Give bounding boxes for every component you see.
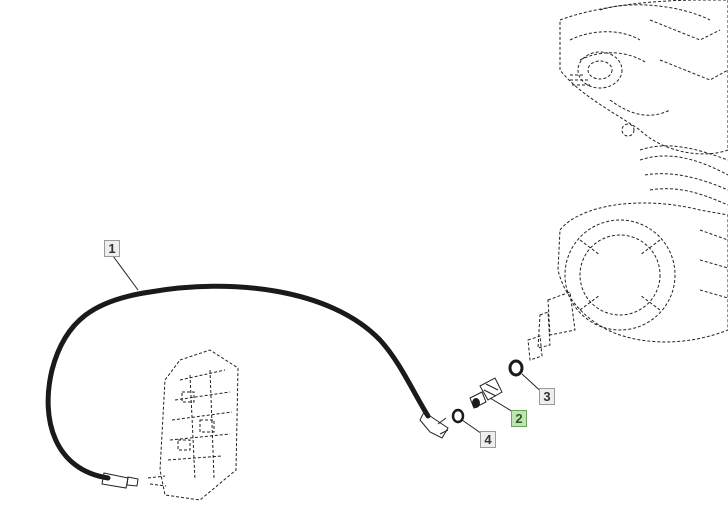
transmission-housing [559, 0, 728, 161]
final-drive-hub [527, 155, 728, 361]
callout-4[interactable]: 4 [480, 431, 496, 448]
callout-leaders [112, 255, 547, 439]
callout-3[interactable]: 3 [539, 388, 555, 405]
o-ring-small [451, 408, 465, 424]
callout-2[interactable]: 2 [511, 410, 527, 427]
o-ring-large [508, 359, 524, 377]
callout-1[interactable]: 1 [104, 240, 120, 257]
hydraulic-hose [45, 283, 449, 489]
control-valve-block [147, 349, 239, 501]
adapter-fitting [469, 377, 503, 409]
